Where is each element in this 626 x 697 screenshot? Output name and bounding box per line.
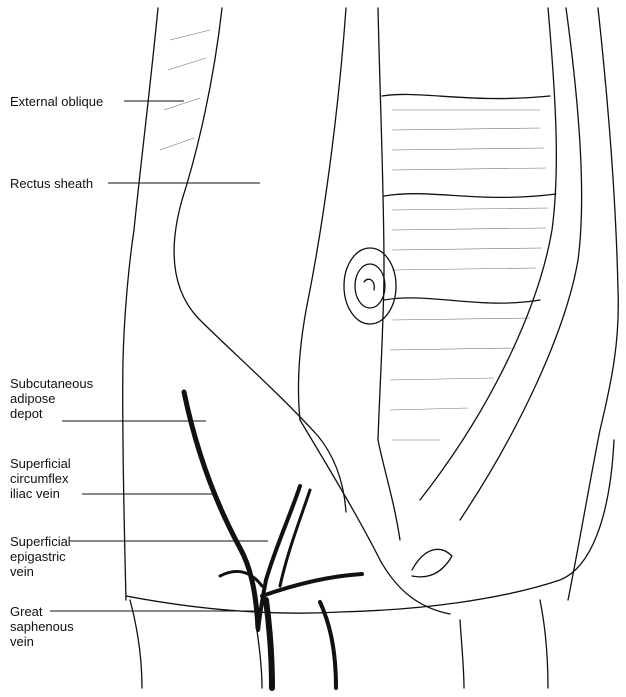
label-superficial-circumflex-iliac-vein: Superficial circumflex iliac vein (10, 456, 71, 501)
rectus-sheath-outline (297, 7, 347, 421)
label-subcutaneous-adipose-depot: Subcutaneous adipose depot (10, 376, 94, 421)
label-great-saphenous-vein: Great saphenous vein (10, 604, 74, 649)
left-abdominal-wall-outline (122, 7, 159, 601)
thigh-outline (129, 599, 143, 689)
superficial-circumflex-iliac-vein-path (181, 389, 261, 631)
inguinal-fold (299, 419, 451, 615)
superficial-epigastric-vein-path (256, 484, 302, 632)
label-superficial-epigastric-vein: Superficial epigastric vein (10, 534, 71, 579)
linea-semilunaris (459, 7, 583, 521)
right-abdominal-wall-outline (567, 7, 619, 601)
great-saphenous-vein-path (263, 597, 275, 691)
rectus-muscle-right-edge (419, 7, 558, 501)
tendinous-intersection-1 (381, 93, 551, 100)
label-external-oblique: External oblique (10, 94, 104, 109)
groin-node-chain (125, 439, 615, 614)
rectus-muscle-left-edge (377, 7, 385, 441)
label-rectus-sheath: Rectus sheath (10, 176, 94, 191)
tendinous-intersection-2 (383, 193, 557, 199)
vein-network (181, 389, 364, 691)
external-oblique-edge (173, 7, 347, 513)
rectus-muscle-medial-border (377, 439, 401, 541)
umbilicus (343, 247, 397, 325)
muscle-hatching (159, 29, 549, 441)
tendinous-intersection-3 (383, 297, 541, 304)
